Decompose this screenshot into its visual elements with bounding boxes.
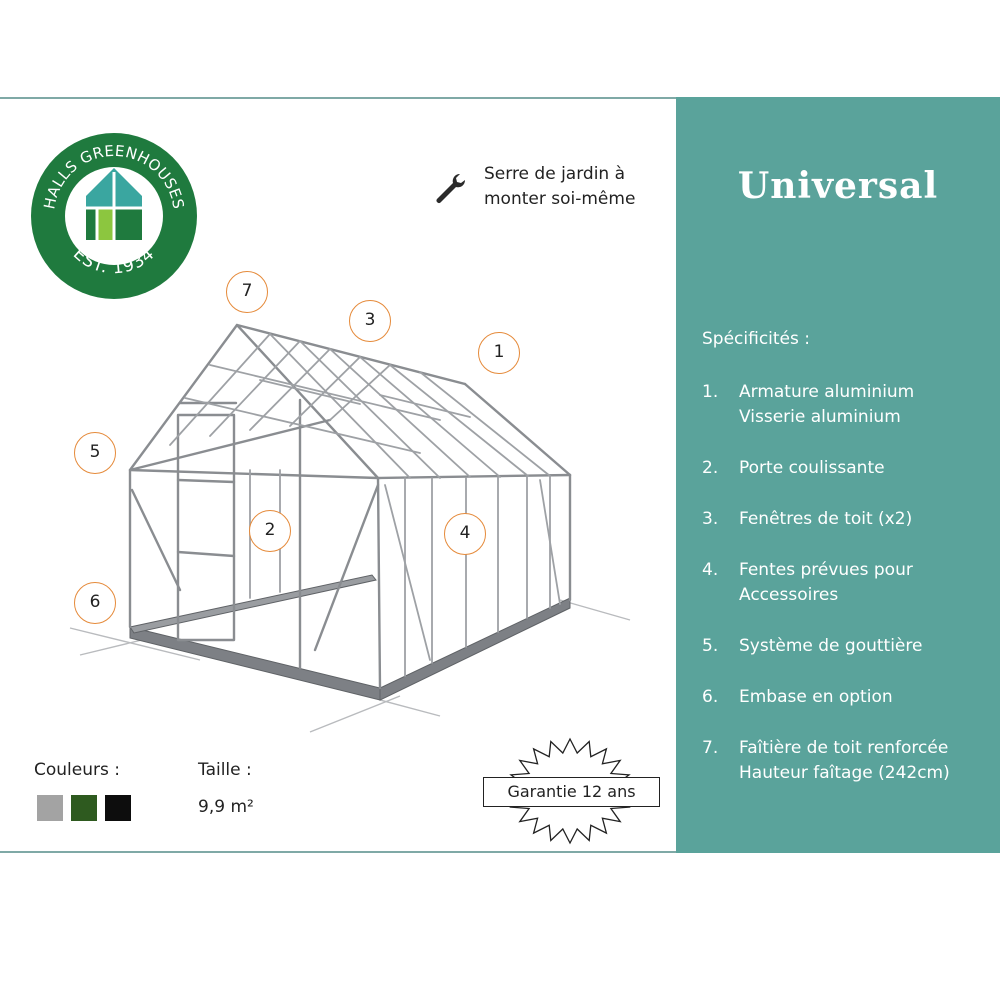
spec-line1: Fentes prévues pour bbox=[739, 560, 913, 580]
spec-line1: Armature aluminium bbox=[739, 382, 915, 402]
spec-line1: Système de gouttière bbox=[739, 636, 923, 656]
callout-2: 2 bbox=[249, 510, 291, 552]
spec-line1: Faîtière de toit renforcée bbox=[739, 738, 949, 758]
product-title: Universal bbox=[737, 165, 939, 207]
callout-5: 5 bbox=[74, 432, 116, 474]
callout-6: 6 bbox=[74, 582, 116, 624]
spec-line2: Visserie aluminium bbox=[739, 407, 901, 427]
colors-label: Couleurs : bbox=[34, 760, 120, 780]
callout-3: 3 bbox=[349, 300, 391, 342]
spec-number: 5. bbox=[702, 636, 719, 656]
product-card bbox=[0, 97, 1000, 853]
assembly-line2: monter soi-même bbox=[484, 189, 636, 209]
spec-number: 3. bbox=[702, 509, 719, 529]
spec-line2: Accessoires bbox=[739, 585, 839, 605]
spec-number: 2. bbox=[702, 458, 719, 478]
assembly-line1: Serre de jardin à bbox=[484, 164, 626, 184]
spec-panel: Universal Spécificités : 1. Armature alum… bbox=[676, 97, 1000, 853]
spec-line2: Hauteur faîtage (242cm) bbox=[739, 763, 950, 783]
spec-number: 4. bbox=[702, 560, 719, 580]
swatch-noir bbox=[105, 795, 131, 821]
callout-4: 4 bbox=[444, 513, 486, 555]
callout-1: 1 bbox=[478, 332, 520, 374]
greenhouse-illustration bbox=[69, 323, 631, 733]
size-value: 9,9 m² bbox=[198, 797, 254, 817]
spec-line1: Porte coulissante bbox=[739, 458, 885, 478]
swatch-vert bbox=[71, 795, 97, 821]
spec-line1: Fenêtres de toit (x2) bbox=[739, 509, 913, 529]
spec-number: 7. bbox=[702, 738, 719, 758]
swatch-gris bbox=[37, 795, 63, 821]
warranty-label: Garantie 12 ans bbox=[483, 777, 660, 807]
callout-7: 7 bbox=[226, 271, 268, 313]
spec-number: 1. bbox=[702, 382, 719, 402]
spec-number: 6. bbox=[702, 687, 719, 707]
size-label: Taille : bbox=[198, 760, 252, 780]
specs-heading: Spécificités : bbox=[702, 329, 811, 349]
wrench-icon bbox=[436, 173, 466, 203]
halls-logo: HALLS GREENHOUSES EST. 1934 bbox=[31, 133, 197, 299]
spec-line1: Embase en option bbox=[739, 687, 893, 707]
